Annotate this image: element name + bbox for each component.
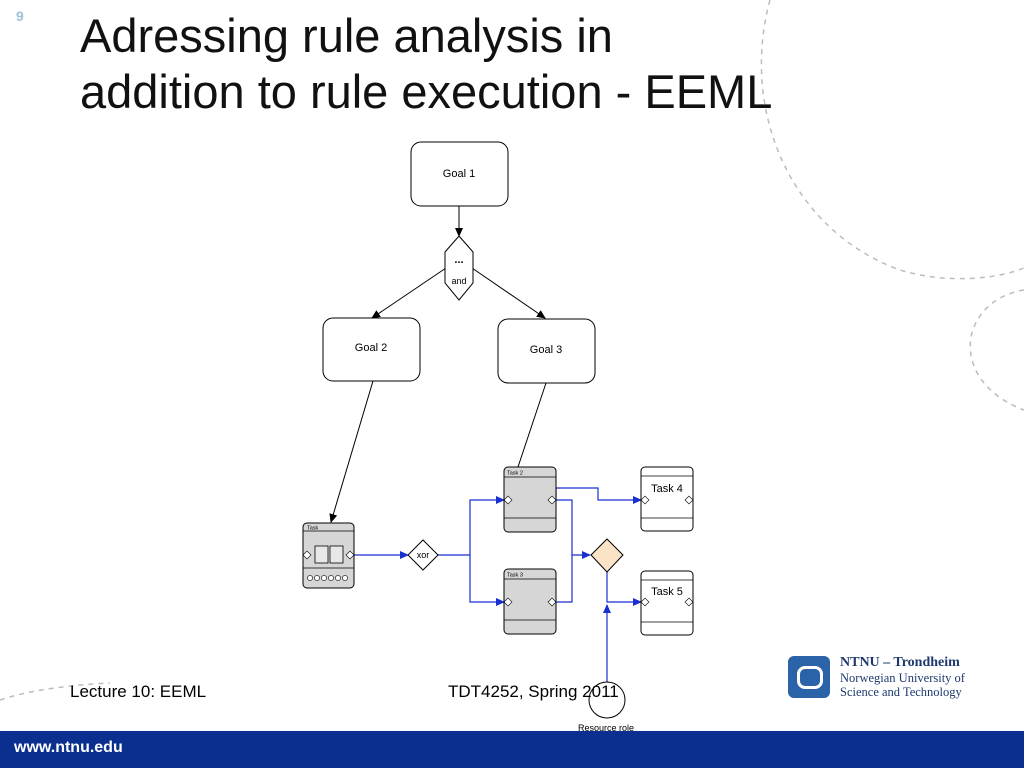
slide-title: Adressing rule analysis in addition to r…	[80, 8, 980, 120]
logo-line-2: Norwegian University of	[840, 671, 965, 685]
flow-task3-decision	[556, 555, 573, 603]
goal-1-node: Goal 1	[410, 141, 509, 207]
logo-line-1: NTNU – Trondheim	[840, 655, 960, 670]
xor-connector: xor	[407, 539, 439, 571]
task-left-label: Task	[307, 526, 319, 532]
goal-2-label: Goal 2	[355, 342, 387, 354]
ntnu-logo: NTNU – Trondheim Norwegian University of…	[788, 654, 998, 702]
flow-xor-task3	[469, 555, 505, 606]
ntnu-logo-icon	[788, 656, 830, 698]
task-node-left: Task	[302, 522, 355, 589]
task-2-node: Task 2	[503, 466, 557, 533]
title-line-2: addition to rule execution - EEML	[80, 65, 773, 118]
task-4-node: Task 4	[640, 466, 694, 532]
flow-xor-task2	[438, 496, 505, 556]
task-2-label: Task 2	[507, 471, 523, 477]
footer-lecture: Lecture 10: EEML	[70, 682, 207, 701]
task-5-label: Task 5	[651, 586, 683, 598]
footer-bar: www.ntnu.edu	[0, 731, 1024, 768]
flow-task2-task4	[555, 487, 642, 504]
task-4-label: Task 4	[651, 483, 683, 495]
flow-decision-task5	[606, 572, 642, 606]
and-label: and	[451, 276, 466, 286]
edge-and-goal3	[471, 267, 546, 319]
ntnu-logo-text: NTNU – Trondheim Norwegian University of…	[840, 654, 965, 699]
resource-role-label: Resource role	[578, 723, 634, 733]
task-5-node: Task 5	[640, 570, 694, 636]
resource-role-node: Resource role	[578, 681, 634, 733]
title-line-1: Adressing rule analysis in	[80, 9, 613, 62]
goal-1-label: Goal 1	[443, 168, 475, 180]
flow-task2-decision	[556, 499, 591, 559]
footer-url[interactable]: www.ntnu.edu	[14, 739, 123, 756]
goal-3-label: Goal 3	[530, 344, 562, 356]
and-dots: ...	[454, 254, 463, 266]
logo-line-3: Science and Technology	[840, 685, 962, 699]
task-3-node: Task 3	[503, 568, 557, 635]
goal-3-node: Goal 3	[497, 318, 596, 384]
xor-label: xor	[417, 550, 430, 560]
slide-number: 9	[16, 8, 24, 24]
decision-diamond	[590, 538, 624, 573]
edge-goal2-task	[329, 380, 374, 523]
task-3-label: Task 3	[507, 573, 523, 579]
edge-and-goal2	[371, 267, 447, 319]
footer-course: TDT4252, Spring 2011	[448, 682, 619, 701]
and-connector: ... and	[444, 235, 474, 301]
goal-2-node: Goal 2	[322, 317, 421, 382]
